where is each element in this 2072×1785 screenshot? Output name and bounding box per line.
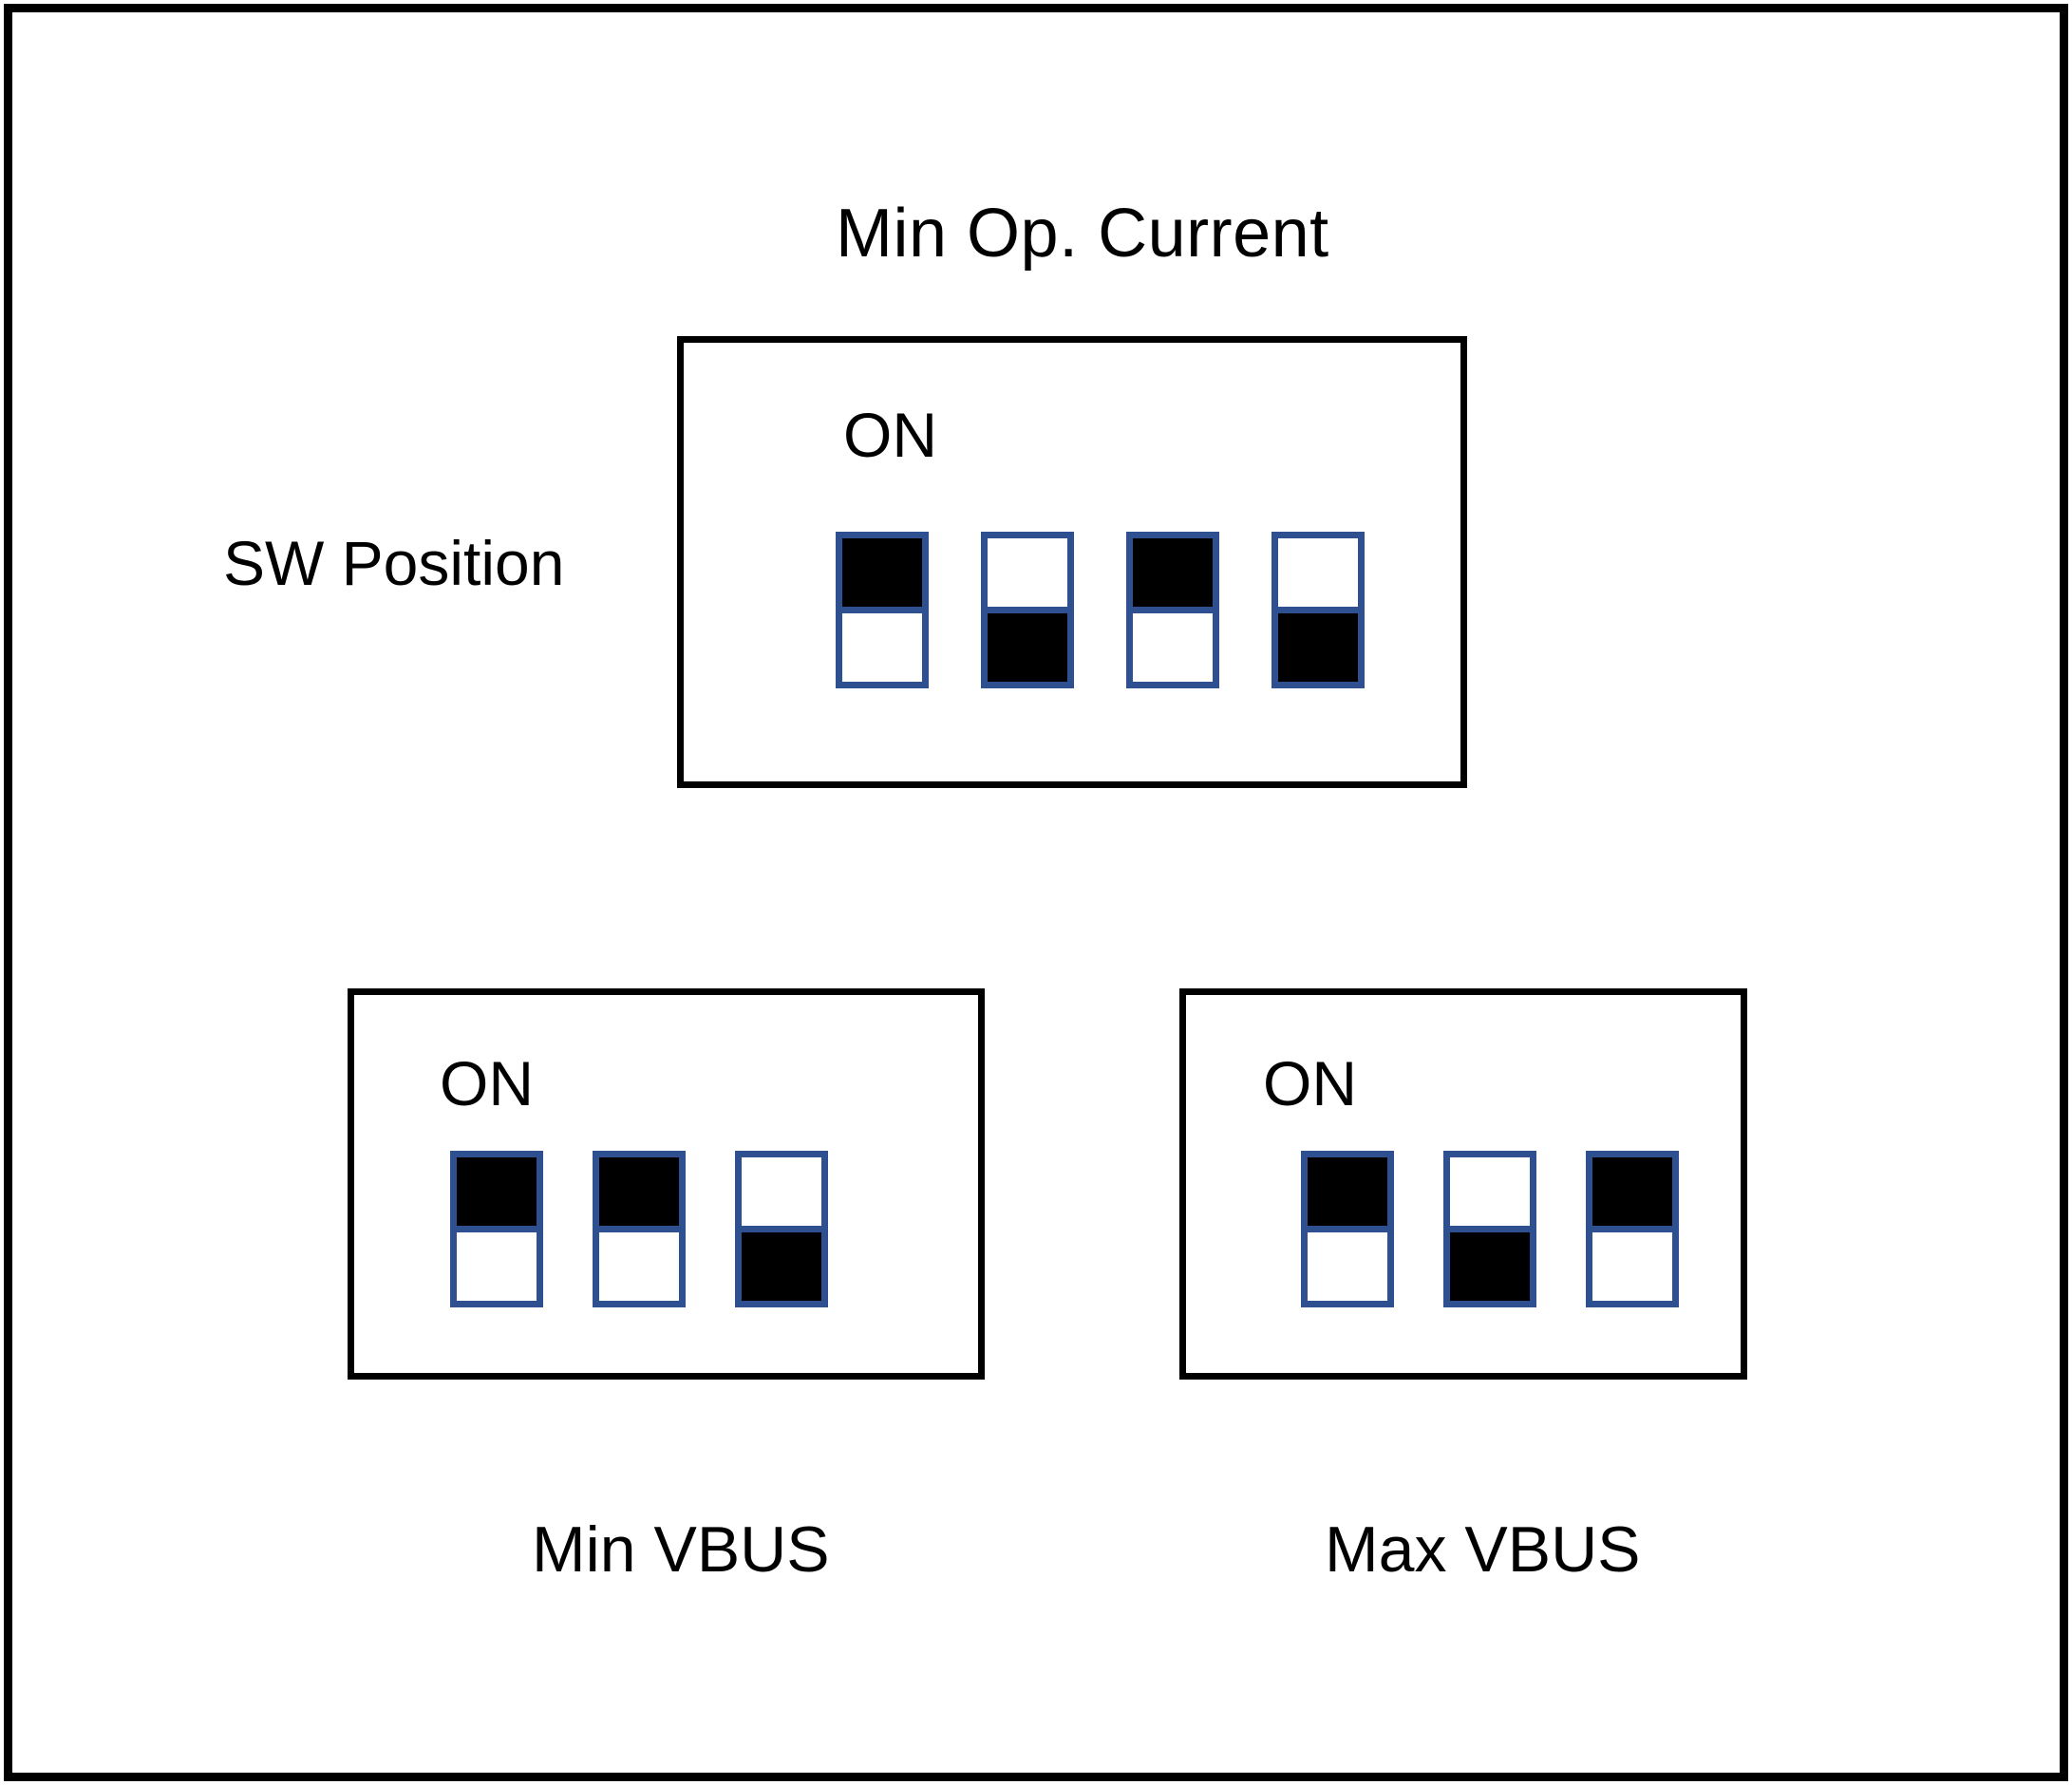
dip-switch-max-vbus-2-divider — [1450, 1226, 1530, 1232]
dip-switch-max-vbus-2-bottom — [1450, 1232, 1530, 1301]
dip-switch-4-top — [1278, 538, 1358, 607]
dip-switch-min-vbus-2-top — [599, 1157, 679, 1226]
dip-switch-max-vbus-3-divider — [1592, 1226, 1672, 1232]
dip-switch-min-vbus-1-bottom — [457, 1232, 537, 1301]
dip-switch-max-vbus-2[interactable] — [1443, 1151, 1536, 1307]
dip-switch-min-vbus-3-bottom — [742, 1232, 821, 1301]
sw-position-label: SW Position — [223, 528, 565, 598]
dip-switch-max-vbus-2-top — [1450, 1157, 1530, 1226]
dip-switch-3-bottom — [1133, 613, 1213, 682]
dip-switch-3-top — [1133, 538, 1213, 607]
dip-switch-min-vbus-1-top — [457, 1157, 537, 1226]
dip-switch-4[interactable] — [1271, 532, 1365, 688]
on-label-min-vbus: ON — [440, 1048, 534, 1118]
dip-switch-max-vbus-3-bottom — [1592, 1232, 1672, 1301]
dip-switch-1[interactable] — [836, 532, 929, 688]
max-vbus-caption: Max VBUS — [1325, 1513, 1641, 1586]
dip-switch-2[interactable] — [981, 532, 1074, 688]
dip-switch-3[interactable] — [1126, 532, 1219, 688]
dip-switch-min-vbus-3-divider — [742, 1226, 821, 1232]
dip-switch-2-top — [988, 538, 1067, 607]
dip-switch-row-min-op-current[interactable] — [836, 532, 1365, 688]
dip-switch-1-bottom — [842, 613, 922, 682]
dip-switch-max-vbus-1-top — [1308, 1157, 1387, 1226]
outer-frame — [4, 4, 2068, 1781]
dip-switch-1-divider — [842, 607, 922, 613]
dip-switch-max-vbus-1[interactable] — [1301, 1151, 1394, 1307]
dip-switch-1-top — [842, 538, 922, 607]
dip-switch-min-vbus-2-divider — [599, 1226, 679, 1232]
dip-switch-row-max-vbus[interactable] — [1301, 1151, 1679, 1307]
dip-switch-row-min-vbus[interactable] — [450, 1151, 828, 1307]
dip-switch-max-vbus-1-bottom — [1308, 1232, 1387, 1301]
dip-switch-min-vbus-2[interactable] — [593, 1151, 686, 1307]
dip-switch-min-vbus-3[interactable] — [735, 1151, 828, 1307]
dip-switch-min-vbus-2-bottom — [599, 1232, 679, 1301]
dip-switch-3-divider — [1133, 607, 1213, 613]
dip-switch-2-bottom — [988, 613, 1067, 682]
dip-switch-max-vbus-3-top — [1592, 1157, 1672, 1226]
dip-switch-max-vbus-3[interactable] — [1586, 1151, 1679, 1307]
dip-switch-min-vbus-1[interactable] — [450, 1151, 543, 1307]
min-vbus-caption: Min VBUS — [532, 1513, 830, 1586]
dip-switch-2-divider — [988, 607, 1067, 613]
on-label-max-vbus: ON — [1263, 1048, 1357, 1118]
dip-switch-max-vbus-1-divider — [1308, 1226, 1387, 1232]
dip-switch-4-divider — [1278, 607, 1358, 613]
min-op-current-title: Min Op. Current — [836, 196, 1329, 272]
dip-switch-min-vbus-3-top — [742, 1157, 821, 1226]
on-label-min-op-current: ON — [843, 400, 937, 470]
dip-switch-min-vbus-1-divider — [457, 1226, 537, 1232]
dip-switch-4-bottom — [1278, 613, 1358, 682]
